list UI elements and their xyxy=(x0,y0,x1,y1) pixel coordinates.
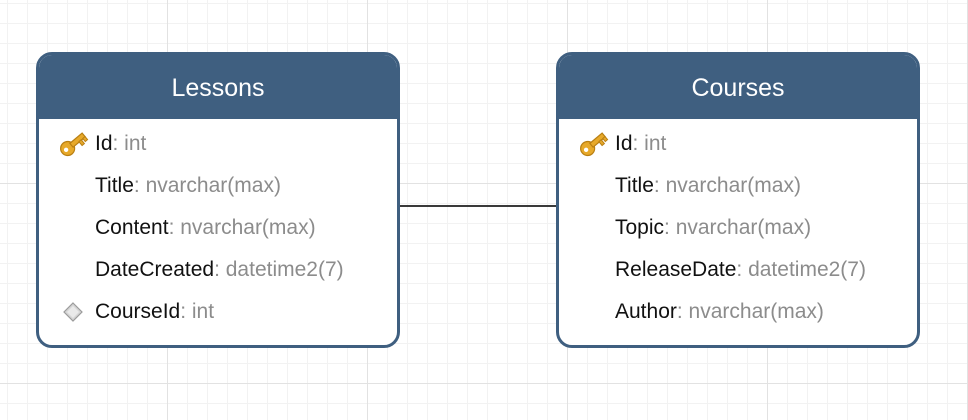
field-type: : int xyxy=(180,300,215,323)
field-name: Title xyxy=(615,174,654,197)
field-type: : nvarchar(max) xyxy=(664,216,812,239)
field-type: : nvarchar(max) xyxy=(653,174,801,197)
field-type: : int xyxy=(632,132,667,155)
foreign-key-icon xyxy=(57,296,89,328)
field-list: Id: int Title: nvarchar(max) Content: nv… xyxy=(39,119,397,333)
primary-key-icon xyxy=(57,128,89,160)
entity-header-courses[interactable]: Courses xyxy=(559,55,917,119)
field-row-datecreated[interactable]: DateCreated: datetime2(7) xyxy=(39,249,397,291)
field-row-author[interactable]: Author: nvarchar(max) xyxy=(559,291,917,333)
field-row-courseid[interactable]: CourseId: int xyxy=(39,291,397,333)
field-name: DateCreated xyxy=(95,258,215,281)
field-row-id[interactable]: Id: int xyxy=(39,123,397,165)
field-type: : nvarchar(max) xyxy=(676,300,824,323)
field-row-releasedate[interactable]: ReleaseDate: datetime2(7) xyxy=(559,249,917,291)
field-list: Id: int Title: nvarchar(max) Topic: nvar… xyxy=(559,119,917,333)
entity-lessons[interactable]: Lessons Id: int xyxy=(36,52,400,348)
field-row-title[interactable]: Title: nvarchar(max) xyxy=(39,165,397,207)
field-row-topic[interactable]: Topic: nvarchar(max) xyxy=(559,207,917,249)
field-name: Id xyxy=(615,132,633,155)
entity-title: Courses xyxy=(691,73,785,102)
field-name: Content xyxy=(95,216,169,239)
field-row-content[interactable]: Content: nvarchar(max) xyxy=(39,207,397,249)
field-type: : int xyxy=(112,132,147,155)
field-type: : datetime2(7) xyxy=(736,258,866,281)
entity-header-lessons[interactable]: Lessons xyxy=(39,55,397,119)
field-type: : datetime2(7) xyxy=(214,258,344,281)
field-name: Title xyxy=(95,174,134,197)
primary-key-icon xyxy=(577,128,609,160)
field-row-id[interactable]: Id: int xyxy=(559,123,917,165)
field-name: CourseId xyxy=(95,300,181,323)
field-name: Topic xyxy=(615,216,665,239)
field-name: ReleaseDate xyxy=(615,258,737,281)
field-name: Author xyxy=(615,300,677,323)
field-row-title[interactable]: Title: nvarchar(max) xyxy=(559,165,917,207)
field-type: : nvarchar(max) xyxy=(133,174,281,197)
field-name: Id xyxy=(95,132,113,155)
entity-title: Lessons xyxy=(171,73,265,102)
relationship-line[interactable] xyxy=(400,205,556,207)
field-type: : nvarchar(max) xyxy=(168,216,316,239)
entity-courses[interactable]: Courses Id: int xyxy=(556,52,920,348)
